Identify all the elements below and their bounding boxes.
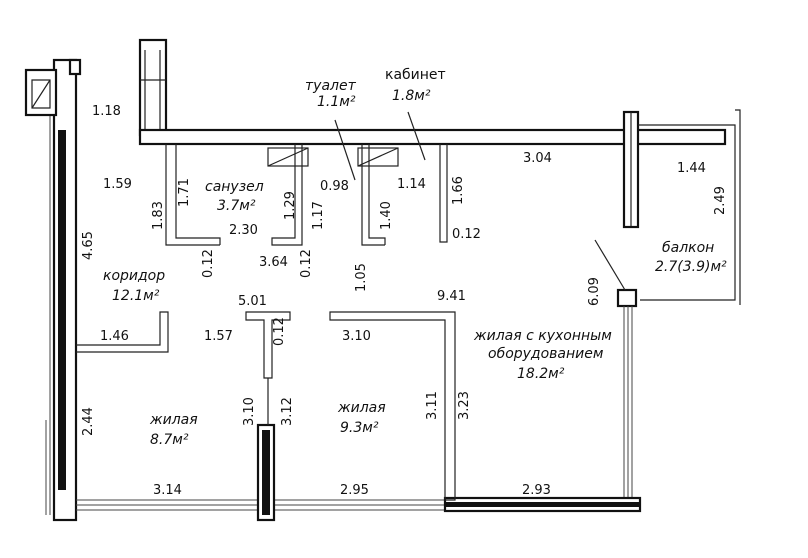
dim-1-05: 1.05: [354, 263, 369, 292]
dim-0-98: 0.98: [320, 179, 349, 194]
top-left-post: [68, 58, 82, 76]
dim-1-40: 1.40: [379, 201, 394, 230]
toilet-leader: [334, 119, 356, 181]
dim-5-01: 5.01: [238, 294, 267, 309]
dim-1-66: 1.66: [451, 176, 466, 205]
balcony-area: 2.7(3.9)м²: [655, 259, 727, 275]
dim-9-41: 9.41: [437, 289, 466, 304]
dim-3-23: 3.23: [457, 391, 472, 420]
dim-1-29: 1.29: [283, 191, 298, 220]
kitchen-label-1: жилая с кухонным: [473, 328, 612, 344]
dim-2-44: 2.44: [81, 407, 96, 436]
living-mid-area: 9.3м²: [340, 420, 379, 436]
kitchen-partition: [329, 311, 456, 501]
dim-0-12-d: 0.12: [272, 317, 287, 346]
dim-1-18: 1.18: [92, 104, 121, 119]
dim-2-93: 2.93: [522, 483, 551, 498]
duct-box-1: [267, 147, 309, 167]
dim-6-09: 6.09: [587, 277, 602, 306]
main-horizontal-wall: [138, 128, 727, 146]
kitchen-area: 18.2м²: [517, 366, 565, 382]
balcony-outline: [638, 109, 741, 305]
bathroom-area: 3.7м²: [217, 198, 256, 214]
dim-3-11: 3.11: [425, 391, 440, 420]
bottom-column-core: [262, 430, 270, 515]
kitchen-label-2: оборудованием: [488, 346, 604, 362]
dim-1-46: 1.46: [100, 329, 129, 344]
balcony-column: [616, 288, 638, 308]
cabinet-label: кабинет: [385, 67, 446, 83]
cabinet-area: 1.8м²: [392, 88, 431, 104]
bathroom-right-partition: [271, 144, 303, 246]
duct-box-2: [357, 147, 399, 167]
dim-1-44: 1.44: [677, 161, 706, 176]
dim-3-14: 3.14: [153, 483, 182, 498]
bathroom-left-partition: [165, 144, 221, 246]
bathroom-label: санузел: [205, 179, 264, 195]
bottom-right-core: [445, 502, 640, 507]
dim-1-71: 1.71: [177, 178, 192, 207]
corridor-area: 12.1м²: [112, 288, 160, 304]
dim-3-64: 3.64: [259, 255, 288, 270]
balcony-label: балкон: [662, 240, 714, 256]
cabinet-partition: [439, 144, 448, 243]
living-left-area: 8.7м²: [150, 432, 189, 448]
right-window: [623, 306, 633, 505]
left-wall-core: [58, 130, 66, 490]
bedroom-t-partition: [245, 311, 291, 379]
dim-2-95: 2.95: [340, 483, 369, 498]
top-shaft: [138, 38, 168, 137]
cabinet-leader: [407, 111, 426, 161]
dim-3-10-b: 3.10: [242, 397, 257, 426]
duct-box-2-diag: [357, 147, 399, 167]
dim-3-04: 3.04: [523, 151, 552, 166]
dim-1-14: 1.14: [397, 177, 426, 192]
dim-2-30: 2.30: [229, 223, 258, 238]
dim-1-83: 1.83: [151, 201, 166, 230]
toilet-partition: [361, 144, 386, 246]
dim-0-12-c: 0.12: [299, 249, 314, 278]
dim-1-57: 1.57: [204, 329, 233, 344]
corridor-label: коридор: [103, 268, 165, 284]
toilet-area: 1.1м²: [317, 94, 356, 110]
top-left-hatch: [31, 79, 51, 109]
living-mid-label: жилая: [337, 400, 386, 416]
dim-0-12-a: 0.12: [452, 227, 481, 242]
toilet-label: туалет: [305, 78, 357, 94]
balcony-door-line: [594, 239, 626, 291]
top-shaft-lines: [140, 50, 166, 130]
dim-1-17: 1.17: [311, 201, 326, 230]
duct-box-1-diag: [267, 147, 309, 167]
dim-4-65: 4.65: [81, 231, 96, 260]
dim-3-10-a: 3.10: [342, 329, 371, 344]
living-left-label: жилая: [149, 412, 198, 428]
corridor-partition: [76, 311, 169, 353]
dim-0-12-b: 0.12: [201, 249, 216, 278]
dim-1-59: 1.59: [103, 177, 132, 192]
dim-3-12: 3.12: [280, 397, 295, 426]
dim-2-49: 2.49: [713, 186, 728, 215]
